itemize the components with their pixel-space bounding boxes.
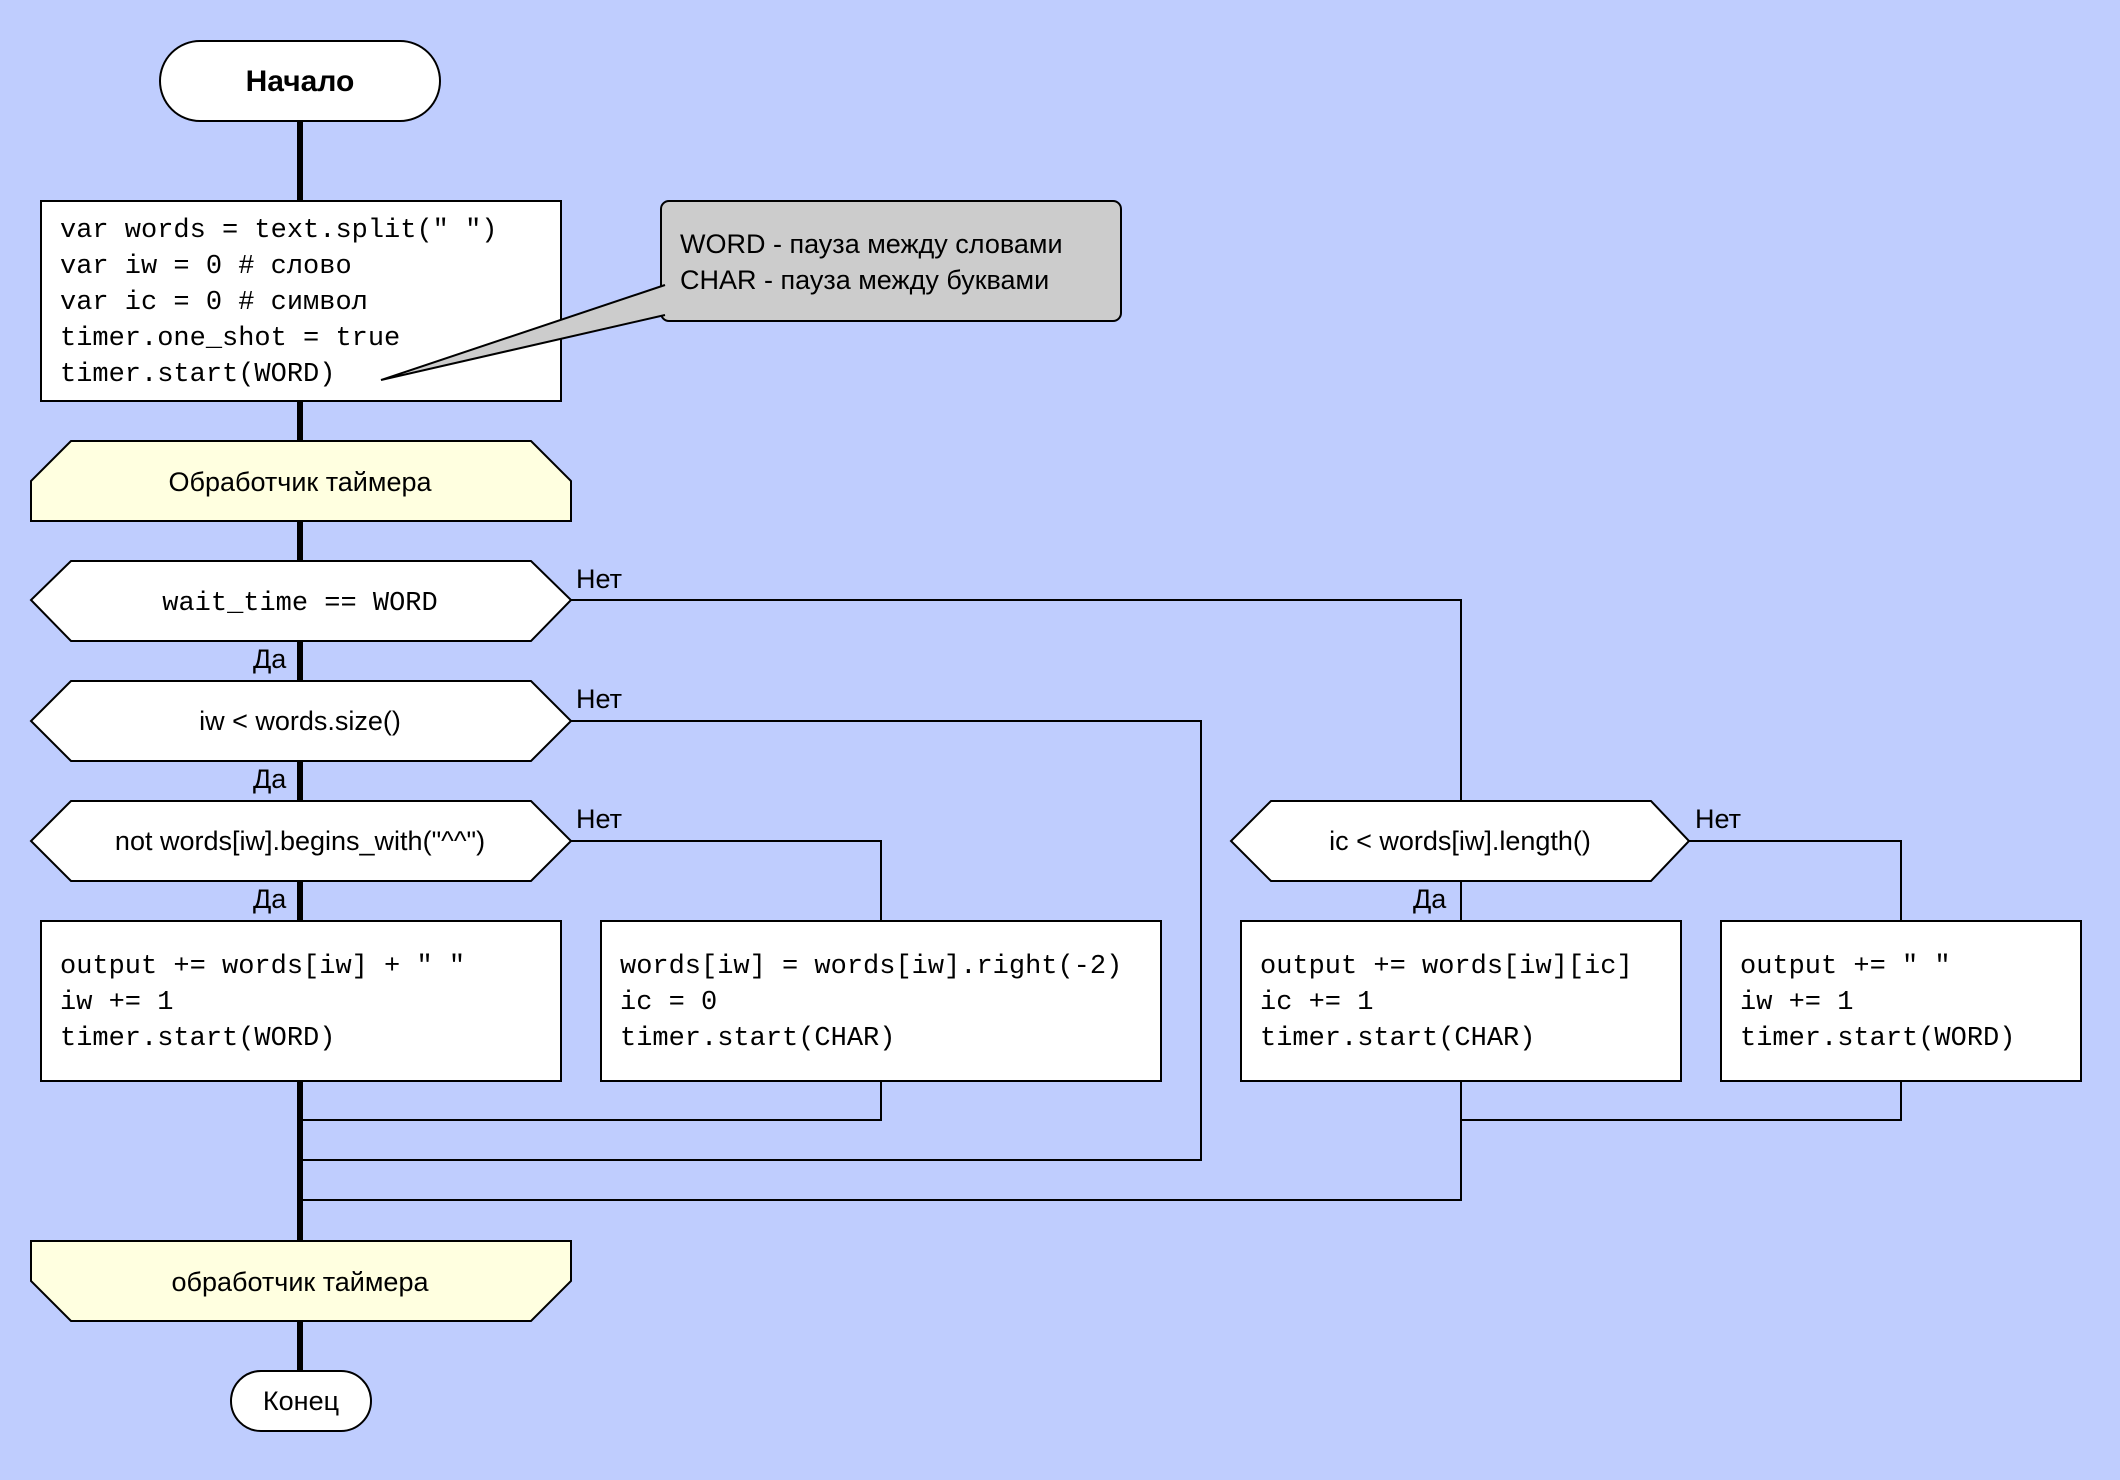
loop-begin-label: Обработчик таймера	[169, 467, 433, 497]
end-terminal: Конец	[230, 1370, 372, 1432]
decision-ic-length-label: ic < words[iw].length()	[1329, 826, 1591, 856]
yes-label: Да	[253, 884, 287, 914]
decision-wait-time-label: wait_time == WORD	[162, 589, 437, 619]
init-line: timer.start(WORD)	[60, 360, 335, 390]
process-line: timer.start(CHAR)	[620, 1024, 895, 1054]
iw-no-line	[300, 720, 1202, 1161]
yes-label: Да	[253, 644, 287, 674]
process-output-space: output += " " iw += 1 timer.start(WORD)	[1720, 920, 2082, 1082]
decision-begins-with: not words[iw].begins_with("^^")	[29, 800, 573, 882]
no-label: Нет	[576, 564, 622, 594]
decision-ic-length: ic < words[iw].length()	[1229, 800, 1691, 882]
yes-label: Да	[253, 764, 287, 794]
no-label: Нет	[576, 684, 622, 714]
process-output-word: output += words[iw] + " " iw += 1 timer.…	[40, 920, 562, 1082]
process-line: timer.start(WORD)	[1740, 1024, 2015, 1054]
no-label: Нет	[576, 804, 622, 834]
comment-callout: WORD - пауза между словами CHAR - пауза …	[380, 200, 1122, 381]
init-line: timer.one_shot = true	[60, 324, 400, 354]
loop-begin: Обработчик таймера	[30, 440, 572, 522]
loop-end-label: обработчик таймера	[171, 1267, 429, 1297]
start-terminal: Начало	[159, 40, 441, 122]
process-output-char: output += words[iw][ic] ic += 1 timer.st…	[1240, 920, 1682, 1082]
process-line: iw += 1	[1740, 988, 1853, 1018]
process-line: iw += 1	[60, 988, 173, 1018]
right-merge-line	[1461, 1081, 1902, 1121]
comment-line: WORD - пауза между словами	[680, 229, 1063, 259]
end-label: Конец	[263, 1386, 339, 1416]
begins-no-line	[571, 840, 882, 921]
loop-end: обработчик таймера	[30, 1240, 572, 1322]
init-line: var words = text.split(" ")	[60, 216, 497, 246]
yes-label: Да	[1413, 884, 1447, 914]
comment-line: CHAR - пауза между буквами	[680, 265, 1049, 295]
process-line: words[iw] = words[iw].right(-2)	[620, 952, 1122, 982]
start-label: Начало	[246, 65, 355, 98]
process-line: timer.start(CHAR)	[1260, 1024, 1535, 1054]
wait-no-line	[571, 599, 1462, 802]
decision-iw-size-label: iw < words.size()	[199, 706, 401, 736]
right-return-line	[300, 1081, 1462, 1201]
init-block: var words = text.split(" ") var iw = 0 #…	[40, 200, 562, 402]
strip-return-line	[300, 1081, 882, 1121]
decision-wait-time: wait_time == WORD	[29, 560, 573, 642]
process-line: output += " "	[1740, 952, 1951, 982]
decision-begins-with-label: not words[iw].begins_with("^^")	[115, 826, 485, 856]
process-strip-prefix: words[iw] = words[iw].right(-2) ic = 0 t…	[600, 920, 1162, 1082]
process-line: output += words[iw] + " "	[60, 952, 465, 982]
ic-no-line	[1689, 840, 1902, 921]
process-line: timer.start(WORD)	[60, 1024, 335, 1054]
init-line: var ic = 0 # символ	[60, 288, 368, 318]
process-line: ic = 0	[620, 988, 717, 1018]
process-line: ic += 1	[1260, 988, 1373, 1018]
process-line: output += words[iw][ic]	[1260, 952, 1633, 982]
decision-iw-size: iw < words.size()	[29, 680, 573, 762]
no-label: Нет	[1695, 804, 1741, 834]
init-line: var iw = 0 # слово	[60, 252, 352, 282]
